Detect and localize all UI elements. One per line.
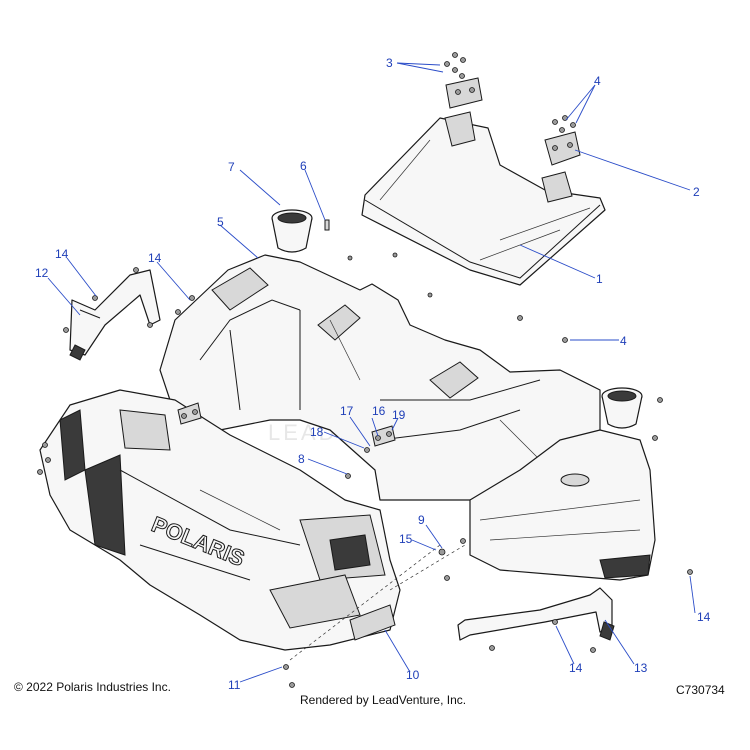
callout-13: 13 bbox=[634, 661, 648, 675]
copyright-text: © 2022 Polaris Industries Inc. bbox=[14, 680, 171, 694]
callout-7: 7 bbox=[228, 160, 235, 174]
callout-6: 6 bbox=[300, 159, 307, 173]
rendered-by-text: Rendered by LeadVenture, Inc. bbox=[300, 693, 467, 707]
screw-set-3[interactable] bbox=[444, 52, 466, 79]
callout-19: 19 bbox=[392, 408, 406, 422]
hinge-plate-hood[interactable] bbox=[444, 111, 476, 147]
callout-14-c: 14 bbox=[697, 610, 711, 624]
drawing-number: C730734 bbox=[676, 683, 725, 697]
callout-14-d: 14 bbox=[569, 661, 583, 675]
callout-14-a: 14 bbox=[55, 247, 69, 261]
callout-18: 18 bbox=[310, 425, 324, 439]
cup-holder-right[interactable] bbox=[601, 387, 643, 429]
grab-handle-left[interactable] bbox=[69, 269, 161, 361]
cup-holder-left[interactable] bbox=[271, 209, 313, 253]
callout-labels: 1 2 3 4 4 5 6 7 8 9 10 11 12 13 14 14 14… bbox=[35, 56, 711, 692]
latch-bracket-left[interactable] bbox=[177, 402, 202, 425]
callout-2: 2 bbox=[693, 185, 700, 199]
callout-3: 3 bbox=[386, 56, 393, 70]
loose-fasteners[interactable] bbox=[37, 252, 693, 688]
screw-set-4[interactable] bbox=[552, 115, 576, 133]
callout-4-side: 4 bbox=[620, 334, 627, 348]
front-fascia[interactable]: POLARIS bbox=[39, 389, 401, 651]
hinge-plate-left[interactable] bbox=[445, 77, 483, 109]
callout-8: 8 bbox=[298, 452, 305, 466]
callout-12: 12 bbox=[35, 266, 49, 280]
callout-5: 5 bbox=[217, 215, 224, 229]
callout-15: 15 bbox=[399, 532, 413, 546]
callout-14-b: 14 bbox=[148, 251, 162, 265]
callout-9: 9 bbox=[418, 513, 425, 527]
callout-10: 10 bbox=[406, 668, 420, 682]
latch-bracket[interactable] bbox=[371, 425, 396, 447]
hinge-plate-right[interactable] bbox=[544, 131, 581, 166]
leader-lines bbox=[47, 62, 696, 683]
callout-16: 16 bbox=[372, 404, 386, 418]
pin-fastener[interactable] bbox=[324, 219, 330, 231]
right-side-fender[interactable] bbox=[469, 429, 656, 581]
dash-top-panel[interactable] bbox=[159, 254, 601, 501]
hinge-plate-hood-right[interactable] bbox=[541, 171, 573, 203]
callout-4-top: 4 bbox=[594, 74, 601, 88]
callout-11: 11 bbox=[228, 678, 241, 692]
grab-handle-right[interactable] bbox=[457, 587, 615, 641]
callout-17: 17 bbox=[340, 404, 354, 418]
callout-1: 1 bbox=[596, 272, 603, 286]
